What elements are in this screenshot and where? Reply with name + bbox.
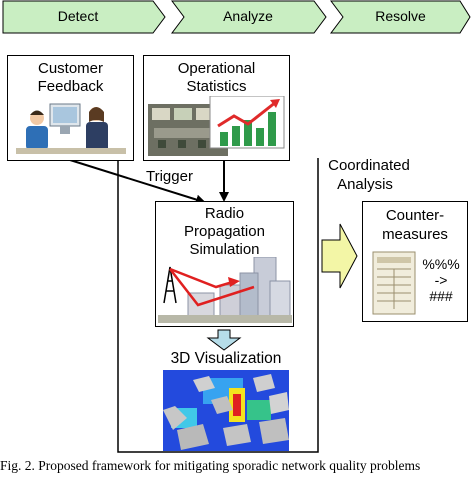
resolve-chevron — [330, 0, 471, 34]
visualization-arrow — [206, 329, 242, 351]
detect-chevron — [2, 0, 166, 34]
phase-detect-label: Detect — [57, 8, 99, 24]
customer-feedback-line1: Customer — [37, 60, 104, 77]
propagation-illustration — [158, 257, 292, 323]
figure-caption: Fig. 2. Proposed framework for mitigatin… — [0, 458, 421, 473]
symbol-percent: %%% — [422, 256, 460, 272]
trigger-label: Trigger — [146, 168, 193, 185]
call-center-illustration — [16, 103, 126, 154]
phase-resolve-label: Resolve — [375, 8, 426, 24]
radio-propagation-line3: Simulation — [189, 241, 260, 258]
phase-banner — [2, 0, 471, 34]
analysis-frame — [117, 158, 319, 453]
operational-statistics-line1: Operational — [177, 60, 256, 77]
visualization-heatmap — [163, 370, 289, 451]
operational-statistics-line2: Statistics — [186, 78, 247, 95]
countermeasures-line1: Counter- — [385, 207, 445, 224]
symbol-arrow: -> — [434, 272, 448, 288]
coordinated-analysis-line1: Coordinated — [328, 157, 410, 174]
customer-feedback-line2: Feedback — [37, 78, 104, 95]
radio-propagation-line1: Radio — [204, 205, 245, 222]
resolve-arrow — [321, 223, 358, 289]
document-icon — [372, 251, 416, 315]
coordinated-analysis-line2: Analysis — [337, 176, 393, 193]
operations-room-illustration — [148, 96, 285, 156]
feedback-arrow — [69, 159, 206, 205]
symbol-hash: ### — [429, 288, 453, 304]
radio-propagation-line2: Propagation — [184, 223, 265, 240]
visualization-label: 3D Visualization — [170, 350, 282, 367]
analyze-chevron — [171, 0, 327, 34]
countermeasures-line2: measures — [382, 226, 448, 243]
phase-analyze-label: Analyze — [223, 8, 273, 24]
